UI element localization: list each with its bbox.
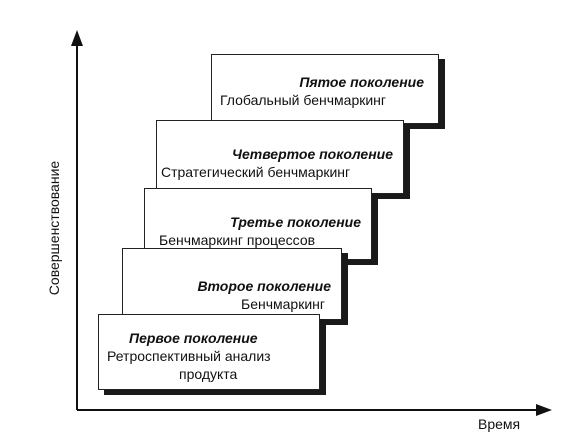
generation-4-description: Стратегический бенчмаркинг [161,164,351,180]
generation-1-description-line-2: продукта [179,366,238,382]
generation-2-box: Второе поколение Бенчмаркинг [122,248,342,320]
generation-2-description: Бенчмаркинг [241,296,325,312]
generation-4-box: Четвертое поколение Стратегический бенчм… [156,120,404,194]
y-axis-label: Совершенствование [46,160,62,296]
generation-3-title: Третье поколение [230,214,361,230]
x-axis-label: Время [478,416,521,432]
generation-1-box: Первое поколение Ретроспективный анализ … [98,314,320,390]
generation-1-title: Первое поколение [129,330,258,346]
generation-2-title: Второе поколение [197,278,331,294]
generation-5-title: Пятое поколение [299,74,424,90]
generation-3-description: Бенчмаркинг процессов [159,232,316,248]
generation-5-description: Глобальный бенчмаркинг [220,92,387,108]
generation-5-box: Пятое поколение Глобальный бенчмаркинг [211,54,439,124]
y-axis-arrow [71,30,83,46]
x-axis-arrow [536,404,552,416]
generation-1-description-line-1: Ретроспективный анализ [107,348,271,364]
generation-4-title: Четвертое поколение [232,146,393,162]
